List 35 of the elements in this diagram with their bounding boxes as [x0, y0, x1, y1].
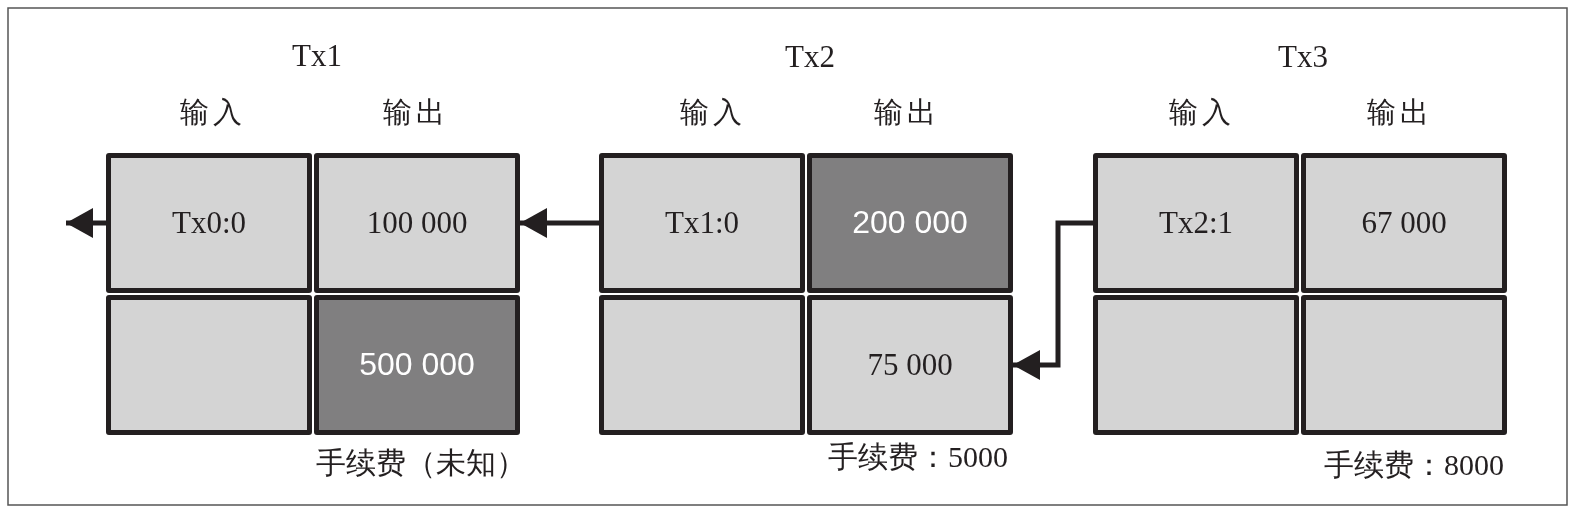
- output-cell: [1301, 295, 1507, 435]
- arrow: [520, 208, 599, 238]
- outpoint-reference: Tx0:0: [171, 205, 247, 241]
- transaction-title: Tx1: [292, 38, 342, 74]
- column-header: 输出: [1367, 96, 1433, 130]
- transaction-title: Tx2: [785, 39, 835, 75]
- fee-note: 手续费：8000: [1324, 447, 1504, 483]
- arrow: [66, 208, 106, 238]
- output-cell: [807, 295, 1013, 435]
- input-cell: [599, 153, 805, 293]
- fee-note: 手续费（未知）: [316, 445, 526, 481]
- output-amount: 500 000: [359, 347, 475, 383]
- input-cell: [106, 295, 312, 435]
- output-amount: 75 000: [867, 347, 953, 383]
- transaction-title: Tx3: [1278, 39, 1328, 75]
- output-cell: [1301, 153, 1507, 293]
- output-amount: 67 000: [1361, 205, 1447, 241]
- column-header: 输入: [680, 96, 746, 130]
- outpoint-reference: Tx1:0: [664, 205, 740, 241]
- column-header: 输出: [874, 96, 940, 130]
- output-cell: [314, 153, 520, 293]
- input-cell: [1093, 295, 1299, 435]
- fee-note: 手续费：5000: [828, 439, 1008, 475]
- input-cell: [106, 153, 312, 293]
- column-header: 输入: [180, 96, 246, 130]
- output-cell: [807, 153, 1013, 293]
- column-header: 输入: [1169, 96, 1235, 130]
- column-header: 输出: [383, 96, 449, 130]
- outpoint-reference: Tx2:1: [1158, 205, 1234, 241]
- output-cell: [314, 295, 520, 435]
- output-amount: 200 000: [852, 205, 968, 241]
- input-cell: [599, 295, 805, 435]
- input-cell: [1093, 153, 1299, 293]
- arrow: [1013, 220, 1093, 380]
- output-amount: 100 000: [366, 205, 468, 241]
